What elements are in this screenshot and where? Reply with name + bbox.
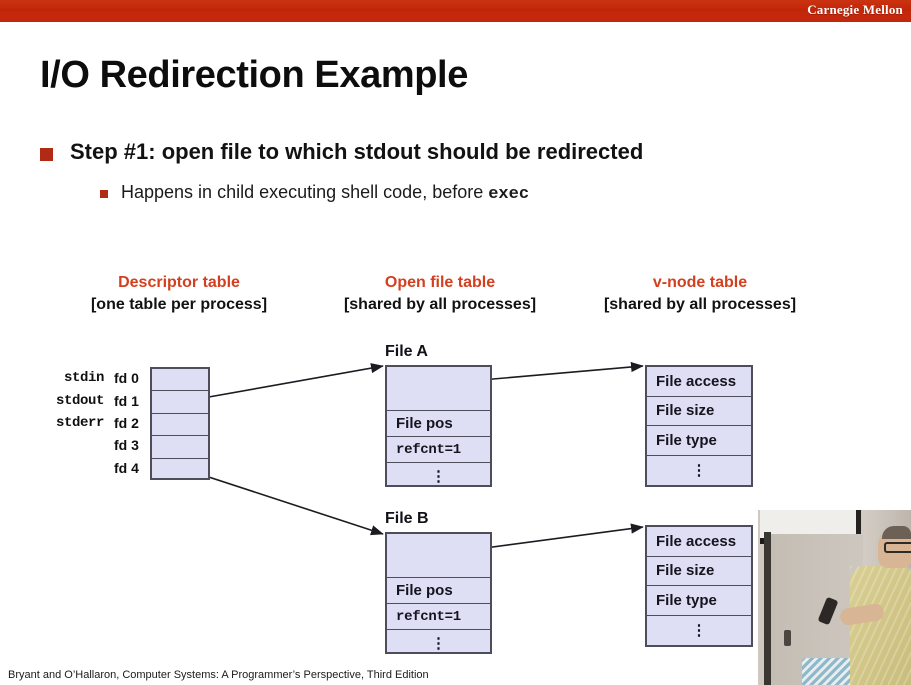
- vnode-a-cell-file-access: File access: [647, 367, 751, 397]
- descriptor-table: [150, 367, 210, 480]
- open-file-table-b: File pos refcnt=1 ⋮: [385, 532, 492, 654]
- fd-number-2: fd 2: [114, 414, 139, 431]
- descriptor-table-labels: stdin fd 0 stdout fd 1 stderr fd 2 fd 3 …: [30, 367, 146, 479]
- carnegie-mellon-brand: Carnegie Mellon: [807, 2, 903, 17]
- file-a-cell-empty: [387, 367, 490, 411]
- descriptor-label-row: fd 4: [30, 457, 146, 479]
- fd-number-3: fd 3: [114, 437, 139, 454]
- bullet-item-happens: Happens in child executing shell code, b…: [100, 182, 860, 205]
- lecturer-video-overlay[interactable]: [758, 510, 911, 685]
- bullet-happens-text: Happens in child executing shell code, b…: [121, 182, 489, 202]
- column-heading-descriptor-title: Descriptor table: [118, 274, 240, 291]
- vnode-b-cell-file-access: File access: [647, 527, 751, 557]
- descriptor-cell-fd2: [152, 414, 208, 437]
- bullet-item-step1: Step #1: open file to which stdout shoul…: [40, 139, 860, 165]
- column-heading-open-title: Open file table: [384, 274, 496, 291]
- descriptor-cell-fd3: [152, 436, 208, 459]
- vnode-a-cell-ellipsis: ⋮: [691, 461, 707, 479]
- descriptor-label-row: fd 3: [30, 434, 146, 456]
- stream-name-stdout: stdout: [55, 392, 104, 409]
- video-door-handle: [784, 630, 791, 646]
- stream-name-stdin: stdin: [63, 370, 104, 387]
- vnode-b-cell-file-size: File size: [647, 557, 751, 586]
- descriptor-label-row: stdout fd 1: [30, 389, 146, 411]
- descriptor-label-row: stdin fd 0: [30, 367, 146, 389]
- file-a-title: File A: [385, 343, 428, 360]
- header-banner: Carnegie Mellon: [0, 0, 911, 22]
- fd-number-1: fd 1: [114, 392, 139, 409]
- file-b-cell-filepos: File pos: [387, 578, 490, 604]
- stream-name-stderr: stderr: [55, 414, 104, 431]
- column-heading-vnode-title: v-node table: [652, 274, 748, 291]
- vnode-a-cell-file-size: File size: [647, 397, 751, 426]
- column-heading-descriptor-sub: [one table per process]: [90, 295, 268, 313]
- page-title: I/O Redirection Example: [40, 54, 468, 96]
- column-heading-open-file-table: Open file table [shared by all processes…: [318, 272, 562, 315]
- bullet-square-icon: [40, 148, 53, 161]
- column-heading-open-sub: [shared by all processes]: [343, 295, 537, 313]
- fd-number-4: fd 4: [114, 459, 139, 476]
- exec-code: exec: [488, 185, 530, 204]
- file-a-cell-refcnt: refcnt=1: [387, 437, 490, 463]
- video-lecturer-hair: [882, 526, 911, 539]
- vnode-a-cell-file-type: File type: [647, 426, 751, 456]
- descriptor-cell-fd4: [152, 459, 208, 481]
- descriptor-label-row: stderr fd 2: [30, 412, 146, 434]
- fd-number-0: fd 0: [114, 370, 139, 387]
- video-door-frame: [764, 532, 771, 685]
- sub-bullet-square-icon: [100, 190, 108, 198]
- vnode-b-cell-ellipsis: ⋮: [691, 621, 707, 639]
- file-a-cell-filepos: File pos: [387, 411, 490, 437]
- banner-gloss: [0, 0, 911, 11]
- vnode-b-cell-file-type: File type: [647, 586, 751, 616]
- file-b-cell-empty: [387, 534, 490, 578]
- descriptor-cell-fd0: [152, 369, 208, 392]
- file-b-cell-refcnt: refcnt=1: [387, 604, 490, 630]
- descriptor-cell-fd1: [152, 391, 208, 414]
- glasses-icon: [884, 542, 911, 553]
- bullet-item-happens-label: Happens in child executing shell code, b…: [121, 182, 529, 205]
- file-b-title: File B: [385, 510, 429, 527]
- column-heading-vnode-sub: [shared by all processes]: [603, 295, 797, 313]
- vnode-table-a: File access File size File type ⋮: [645, 365, 753, 487]
- slide-footer-attribution: Bryant and O’Hallaron, Computer Systems:…: [8, 669, 429, 681]
- video-lecturer-shirt-pattern: [850, 566, 911, 685]
- video-lecturer-body: [850, 566, 911, 685]
- column-heading-descriptor-table: Descriptor table [one table per process]: [63, 272, 295, 315]
- open-file-table-a: File pos refcnt=1 ⋮: [385, 365, 492, 487]
- vnode-table-b: File access File size File type ⋮: [645, 525, 753, 647]
- column-heading-vnode-table: v-node table [shared by all processes]: [578, 272, 822, 315]
- bullet-item-step1-label: Step #1: open file to which stdout shoul…: [70, 139, 644, 164]
- file-a-cell-ellipsis: ⋮: [431, 467, 446, 485]
- file-b-cell-ellipsis: ⋮: [431, 634, 446, 652]
